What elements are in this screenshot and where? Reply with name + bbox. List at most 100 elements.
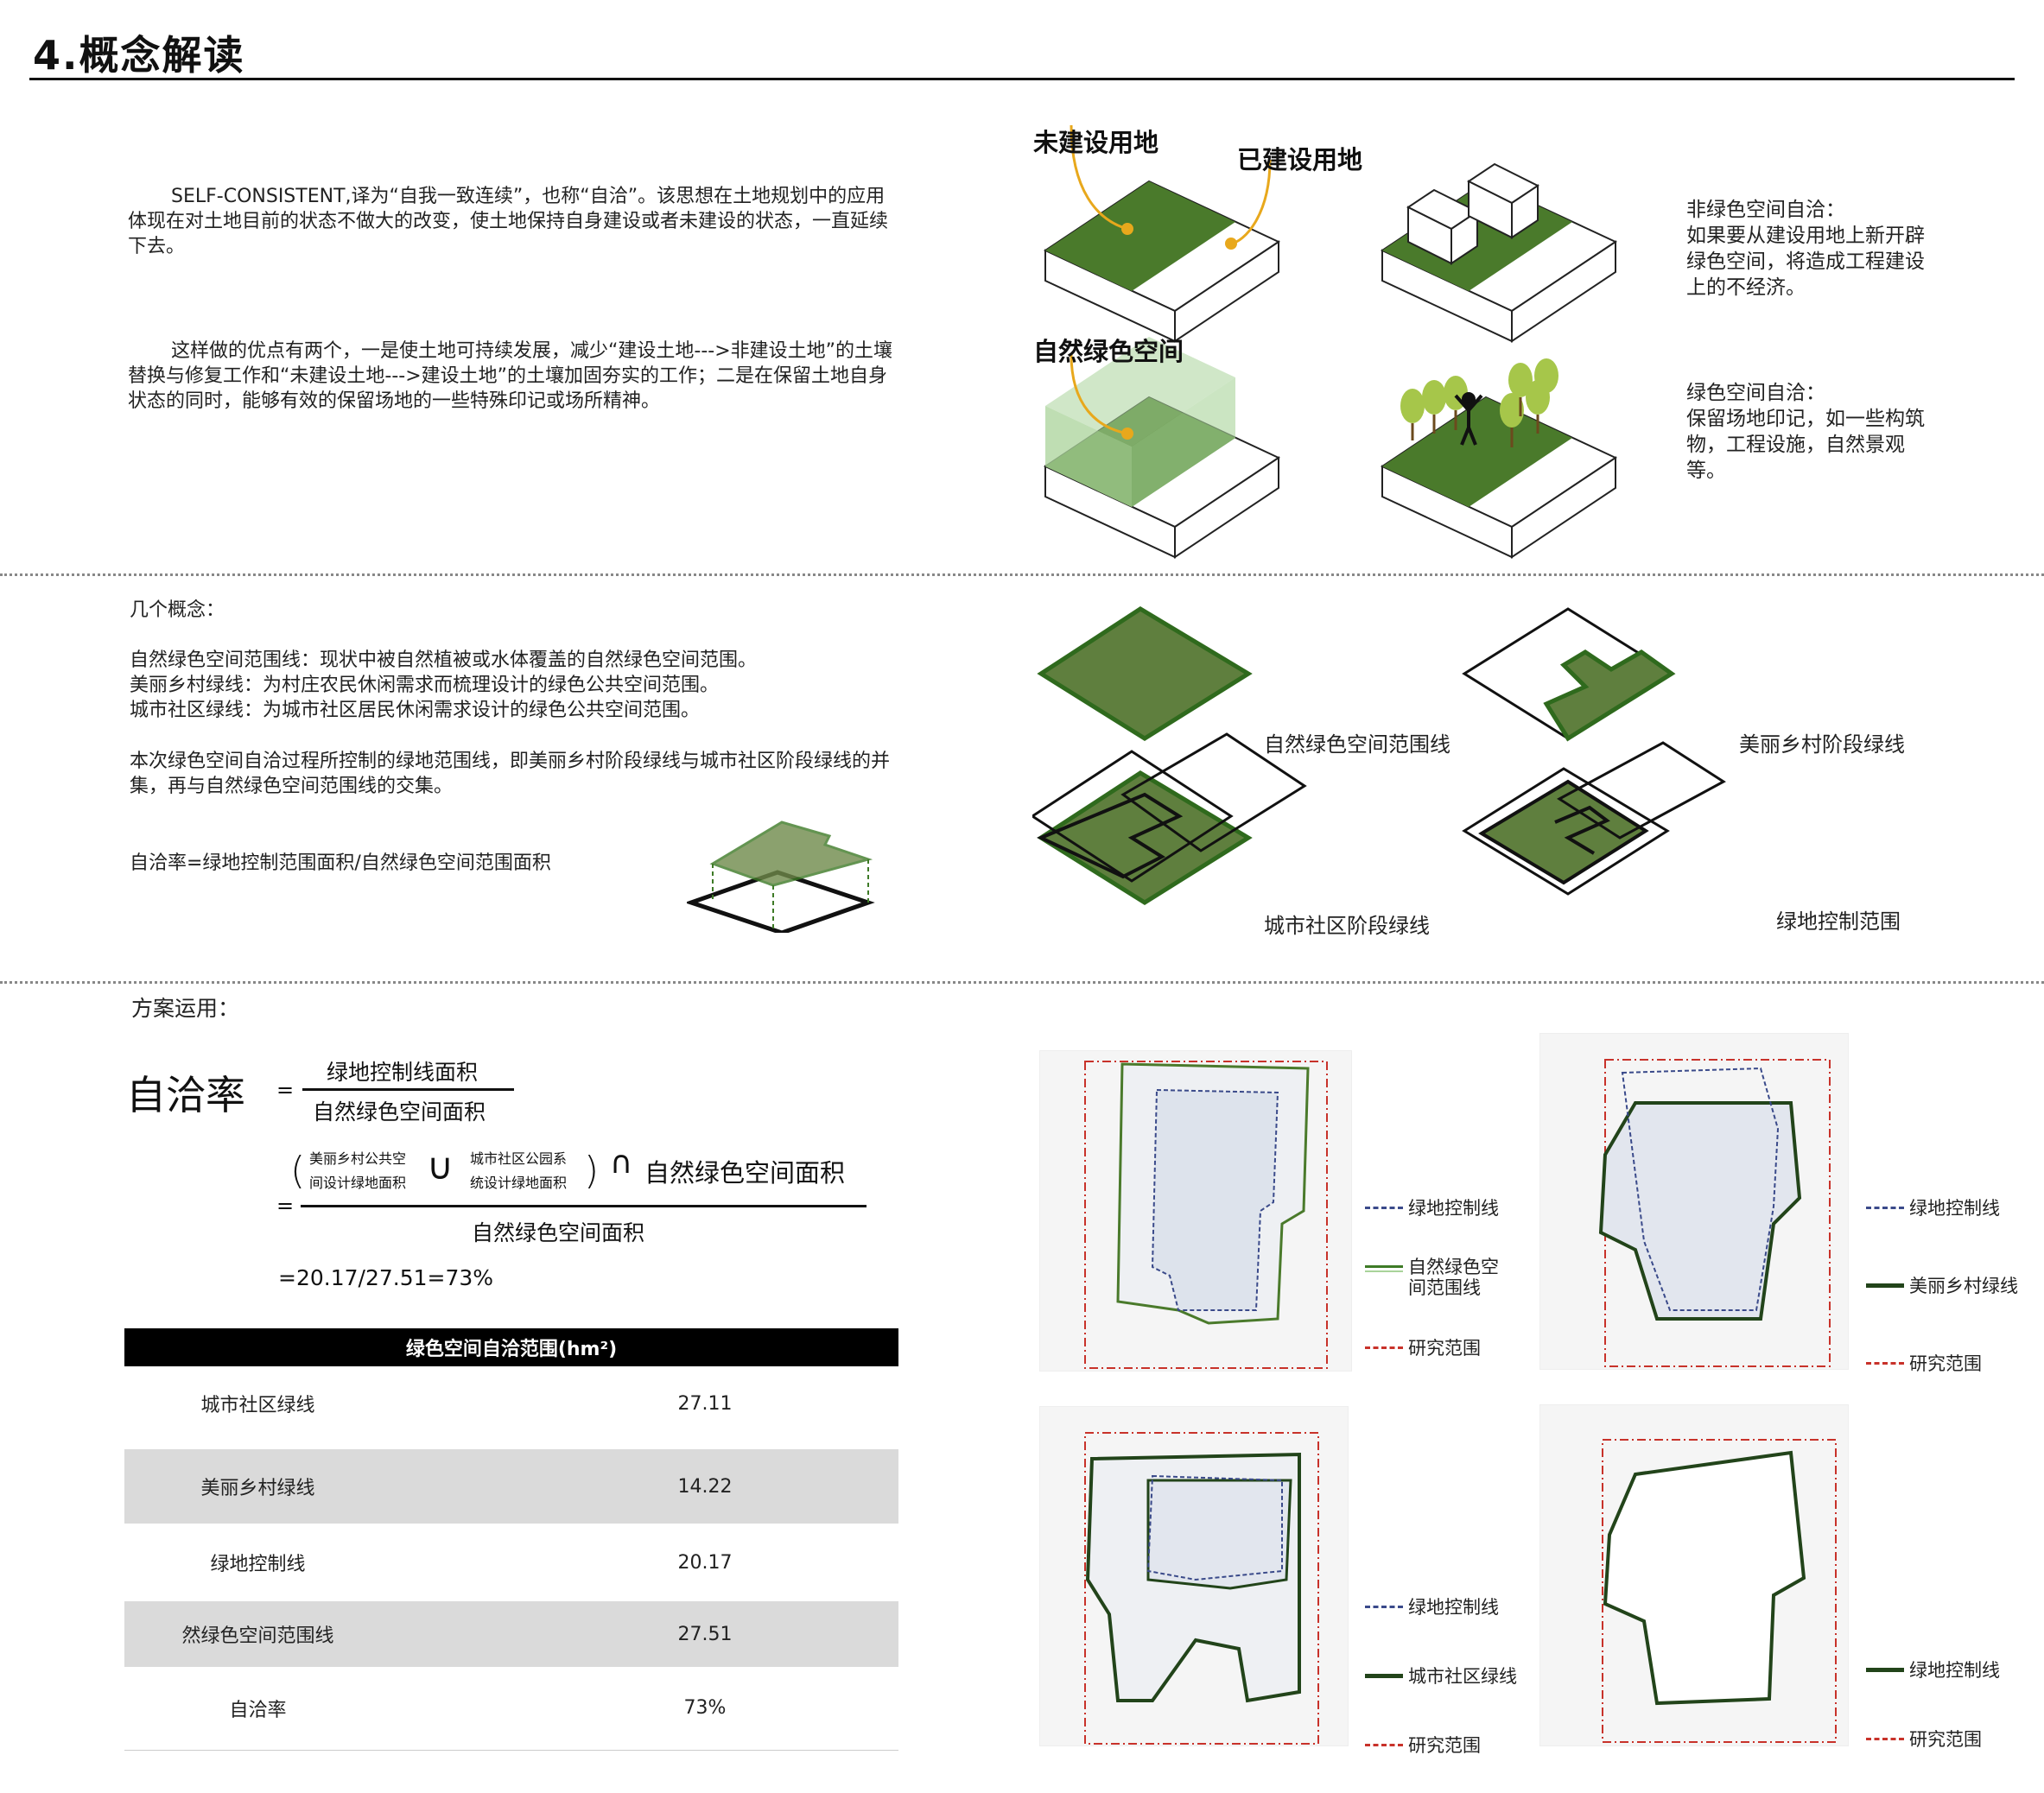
legend-red-dashdot-icon [1365, 1346, 1403, 1349]
formula-union-symbol: ∪ [427, 1145, 454, 1188]
table-row: 城市社区绿线 27.11 [124, 1366, 898, 1441]
land-state-isometric-diagram [1043, 124, 1618, 559]
table-row: 美丽乡村绿线 14.22 [124, 1449, 898, 1524]
table-cell-name: 自洽率 [229, 1699, 287, 1721]
legend-dark-green-icon [1866, 1667, 1904, 1672]
legend-red-dashdot-icon [1365, 1743, 1403, 1746]
diagram-label-natural: 自然绿色空间范围线 [1264, 732, 1450, 757]
note-green-self-consistency: 绿色空间自洽： 保留场地印记，如一些构筑物，工程设施，自然景观等。 [1686, 380, 1928, 484]
table-cell-value: 20.17 [677, 1551, 733, 1574]
formula-numerator-1: 绿地控制线面积 [327, 1060, 479, 1085]
table-cell-name: 城市社区绿线 [200, 1395, 315, 1416]
formula-equals-2: = [276, 1194, 295, 1218]
map3-legend: 绿地控制线 城市社区绿线 研究范围 [1365, 1593, 1517, 1758]
legend-red-dashdot-icon [1866, 1361, 1904, 1365]
table-cell-name: 美丽乡村绿线 [124, 1449, 511, 1524]
formula-intersection-symbol: ∩ [610, 1145, 633, 1181]
diagram-label-control: 绿地控制范围 [1776, 909, 1901, 934]
legend-label: 美丽乡村绿线 [1909, 1276, 2018, 1296]
legend-label: 城市社区绿线 [1408, 1666, 1517, 1687]
diagram-control-range [1462, 741, 1726, 896]
map-community-green [1039, 1406, 1349, 1746]
formula-right-paren: ) [584, 1149, 600, 1193]
block-trees-and-person [1380, 358, 1618, 559]
ratio-isometric-icon [687, 820, 875, 933]
intro-paragraph-1: SELF-CONSISTENT,译为“自我一致连续”，也称“自洽”。该思想在土地… [128, 186, 889, 257]
label-built-land: 已建设用地 [1237, 145, 1363, 174]
concept-community-line: 城市社区绿线：为城市社区居民休闲需求设计的绿色公共空间范围。 [130, 700, 701, 721]
table-row: 自洽率 73% [124, 1667, 898, 1750]
legend-green-line-icon [1365, 1265, 1403, 1272]
map-village-green [1539, 1033, 1849, 1370]
formula-village-area-line1: 美丽乡村公共空 [309, 1150, 407, 1167]
note1-body: 如果要从建设用地上新开辟绿色空间，将造成工程建设上的不经济。 [1686, 225, 1925, 299]
section-divider-1 [0, 573, 2044, 576]
map1-legend: 绿地控制线 自然绿色空间范围线 研究范围 [1365, 1194, 1512, 1360]
concept-village-line: 美丽乡村绿线：为村庄农民休闲需求而梳理设计的绿色公共空间范围。 [130, 675, 720, 696]
formula-numerator-2-tail: 自然绿色空间面积 [644, 1158, 846, 1188]
table-cell-value: 27.11 [677, 1392, 733, 1415]
legend-label: 研究范围 [1408, 1735, 1481, 1756]
ratio-definition: 自洽率=绿地控制范围面积/自然绿色空间范围面积 [130, 852, 551, 874]
table-cell-name: 绿地控制线 [210, 1554, 306, 1575]
legend-dark-green-icon [1866, 1283, 1904, 1288]
legend-blue-dashed-icon [1365, 1206, 1403, 1209]
intro-paragraph-2: 这样做的优点有两个，一是使土地可持续发展，减少“建设土地--->非建设土地”的土… [128, 340, 893, 412]
note2-title: 绿色空间自洽： [1686, 382, 1825, 404]
legend-label: 绿地控制线 [1408, 1597, 1499, 1618]
map4-legend: 绿地控制线 研究范围 [1866, 1657, 2000, 1752]
formula-village-area: 美丽乡村公共空 间设计绿地面积 [309, 1147, 406, 1195]
label-unbuilt-land: 未建设用地 [1033, 128, 1159, 157]
block-natural-green [1043, 337, 1281, 559]
formula-denominator-2: 自然绿色空间面积 [472, 1220, 645, 1245]
concept-control-definition: 本次绿色空间自洽过程所控制的绿地范围线，即美丽乡村阶段绿线与城市社区阶段绿线的并… [130, 751, 891, 797]
page-title: 4.概念解读 [33, 32, 245, 79]
diagram-village-green [1462, 607, 1676, 742]
legend-blue-dashed-icon [1866, 1206, 1904, 1209]
diagram-community-green [1032, 732, 1307, 905]
note2-body: 保留场地印记，如一些构筑物，工程设施，自然景观等。 [1686, 408, 1925, 482]
legend-dark-green-icon [1365, 1673, 1403, 1678]
diagram-natural-range [1037, 606, 1253, 741]
self-consistency-table: 绿色空间自洽范围(hm²) 城市社区绿线 27.11 美丽乡村绿线 14.22 … [124, 1328, 898, 1751]
formula-village-area-line2: 间设计绿地面积 [309, 1175, 407, 1191]
application-heading: 方案运用： [131, 996, 240, 1021]
note-non-green-self-consistency: 非绿色空间自洽： 如果要从建设用地上新开辟绿色空间，将造成工程建设上的不经济。 [1686, 197, 1928, 301]
legend-label: 研究范围 [1408, 1338, 1481, 1359]
map-natural-green [1039, 1050, 1352, 1372]
note1-title: 非绿色空间自洽： [1686, 199, 1845, 221]
table-cell-value: 73% [683, 1697, 727, 1720]
formula-ratio-label: 自洽率 [126, 1072, 245, 1118]
label-natural-green-space: 自然绿色空间 [1033, 337, 1184, 366]
legend-label: 自然绿色空间范围线 [1408, 1257, 1499, 1298]
formula-fraction-line-1 [302, 1088, 514, 1091]
table-cell-value: 27.51 [511, 1601, 898, 1667]
concept-natural-line: 自然绿色空间范围线：现状中被自然植被或水体覆盖的自然绿色空间范围。 [130, 649, 758, 671]
table-cell-name: 然绿色空间范围线 [124, 1601, 511, 1667]
concept-overlay-diagrams [1032, 606, 1726, 905]
map2-legend: 绿地控制线 美丽乡村绿线 研究范围 [1866, 1194, 2018, 1376]
formula-fraction-line-2 [301, 1205, 866, 1207]
diagram-label-village: 美丽乡村阶段绿线 [1739, 732, 1905, 757]
legend-red-dashdot-icon [1866, 1737, 1904, 1740]
formula-community-area-line1: 城市社区公园系 [470, 1150, 568, 1167]
table-row: 然绿色空间范围线 27.51 [124, 1601, 898, 1667]
legend-label: 研究范围 [1909, 1353, 1982, 1374]
legend-label: 绿地控制线 [1408, 1198, 1499, 1219]
block-unbuilt-built [1043, 124, 1281, 343]
title-rule [29, 78, 2015, 80]
legend-label: 绿地控制线 [1909, 1198, 2000, 1219]
block-buildings [1380, 162, 1618, 343]
formula-result: =20.17/27.51=73% [278, 1265, 494, 1290]
legend-label: 绿地控制线 [1909, 1660, 2000, 1681]
legend-label: 研究范围 [1909, 1729, 1982, 1750]
formula-left-paren: ( [290, 1149, 306, 1193]
section-divider-2 [0, 981, 2044, 984]
formula-community-area-line2: 统设计绿地面积 [470, 1175, 568, 1191]
diagram-label-community: 城市社区阶段绿线 [1264, 914, 1430, 938]
table-header: 绿色空间自洽范围(hm²) [124, 1328, 898, 1366]
concepts-heading: 几个概念： [130, 599, 225, 621]
table-row: 绿地控制线 20.17 [124, 1524, 898, 1601]
table-cell-value: 14.22 [511, 1449, 898, 1524]
map-control-line [1539, 1404, 1849, 1746]
